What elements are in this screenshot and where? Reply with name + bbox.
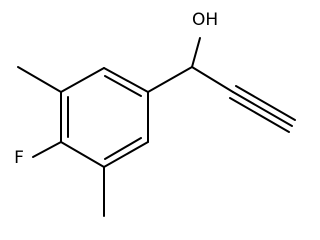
ring-double-bond	[104, 75, 142, 97]
methyl-bond-top	[17, 66, 62, 93]
alkyne-triple-bond	[232, 91, 293, 127]
fluorine-bond	[32, 141, 62, 158]
fluorine-label: F	[14, 148, 24, 168]
alkyne-triple-bond	[235, 85, 296, 121]
alkyne-single-bond	[191, 66, 234, 93]
ring-bond	[60, 141, 105, 168]
alkyne-triple-bond	[229, 97, 290, 133]
carbinol-bond	[147, 66, 193, 93]
hydroxyl-bond	[191, 37, 201, 68]
ring-double-bond	[104, 137, 142, 160]
ring-bond	[60, 67, 105, 93]
ring-bond	[103, 67, 149, 93]
hydroxyl-label: OH	[192, 10, 218, 30]
ring-bond	[103, 141, 149, 168]
structural-formula: OH F	[14, 10, 296, 217]
